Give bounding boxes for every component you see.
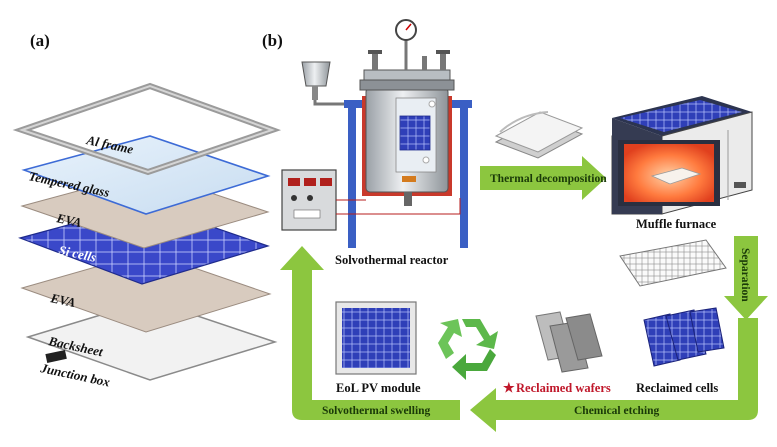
wafer-star-icon: ★ <box>503 380 515 395</box>
thermal-decomposition-arrow <box>480 156 606 200</box>
recovered-grid-sheet <box>619 239 727 287</box>
separation-label: Separation <box>739 248 751 302</box>
solvothermal-swelling-arrow <box>280 246 460 420</box>
reclaimed-cells <box>643 307 725 367</box>
thermal-decomposition-label: Thermal decomposition <box>490 173 607 185</box>
panel-b-label: (b) <box>262 31 283 50</box>
recycle-icon <box>438 319 498 380</box>
junction-box <box>45 350 67 363</box>
delaminated-sheet <box>494 111 584 159</box>
furnace-label: Muffle furnace <box>636 217 717 231</box>
solvothermal-swelling-label: Solvothermal swelling <box>322 405 431 417</box>
al-frame-inner <box>18 84 276 174</box>
reclaimed-cells-label: Reclaimed cells <box>636 381 718 395</box>
reactor-label: Solvothermal reactor <box>335 253 449 267</box>
reclaimed-wafers <box>535 311 603 373</box>
reclaimed-wafers-label: Reclaimed wafers <box>516 381 611 395</box>
eva-top-label: EVA <box>54 210 83 230</box>
separation-arrow <box>724 236 768 320</box>
chemical-etching-arrow <box>470 318 758 432</box>
muffle-furnace <box>611 96 753 215</box>
eol-pv-module <box>335 301 417 375</box>
panel-a-label: (a) <box>30 31 50 50</box>
eol-module-label: EoL PV module <box>336 381 421 395</box>
tempered-glass-layer <box>21 135 271 215</box>
junction-box-label: Junction box <box>38 360 111 390</box>
solvothermal-reactor <box>281 19 472 248</box>
chemical-etching-label: Chemical etching <box>574 405 660 417</box>
eva-bottom-label: EVA <box>48 290 77 310</box>
